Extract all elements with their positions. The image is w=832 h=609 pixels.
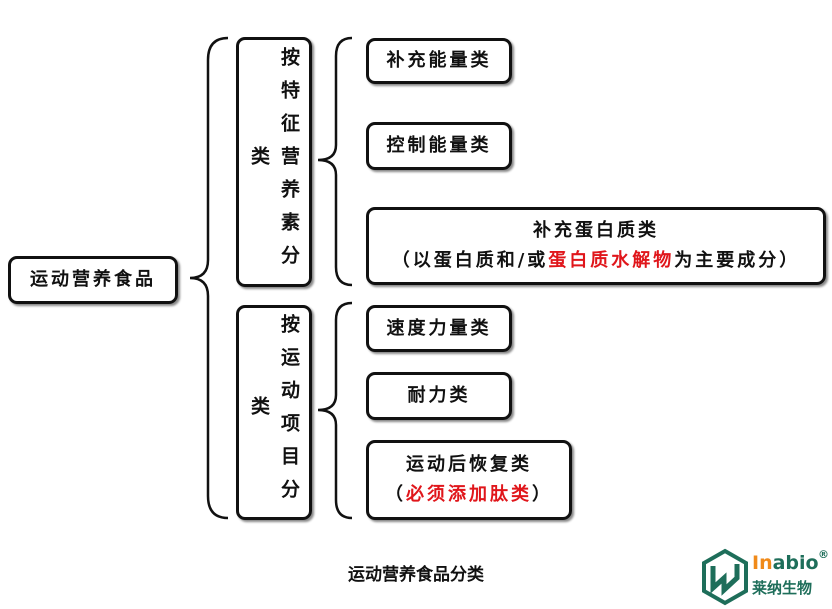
- category-note: （以蛋白质和/或蛋白质水解物为主要成分）: [392, 246, 801, 276]
- group2-box: 按运动项目分类: [236, 305, 312, 520]
- category-label: 速度力量类: [386, 317, 492, 339]
- root-label: 运动营养食品: [30, 269, 156, 290]
- group1-label: 按特征营养素分类: [248, 46, 300, 278]
- category-label: 控制能量类: [386, 135, 492, 156]
- category-box: 补充蛋白质类 （以蛋白质和/或蛋白质水解物为主要成分）: [366, 207, 826, 285]
- root-box: 运动营养食品: [8, 256, 178, 304]
- category-box: 控制能量类: [366, 122, 512, 170]
- group1-box: 按特征营养素分类: [236, 37, 312, 287]
- hexagon-logo-icon: [702, 548, 748, 606]
- category-box: 速度力量类: [366, 305, 512, 352]
- category-box: 运动后恢复类 （必须添加肽类）: [366, 440, 572, 520]
- note-highlight: 蛋白质水解物: [548, 250, 675, 271]
- note-prefix: （以蛋白质和/或: [391, 250, 549, 271]
- category-note: （必须添加肽类）: [385, 480, 553, 510]
- category-box: 补充能量类: [366, 38, 512, 84]
- category-label: 补充蛋白质类: [533, 220, 659, 241]
- root-bracket: [189, 36, 229, 520]
- category-label: 补充能量类: [386, 50, 492, 71]
- group2-bracket: [317, 301, 353, 520]
- category-box: 耐力类: [366, 372, 512, 420]
- figure-caption: 运动营养食品分类: [348, 565, 484, 585]
- inabio-logo: Inabio 莱纳生物 ®: [700, 548, 832, 606]
- category-label: 耐力类: [407, 385, 471, 406]
- group2-label: 按运动项目分类: [248, 313, 300, 512]
- note-prefix: （: [385, 484, 406, 505]
- logo-text-en: Inabio: [752, 552, 819, 574]
- group1-bracket: [317, 36, 353, 287]
- note-highlight: 必须添加肽类: [406, 484, 532, 505]
- note-suffix: ）: [532, 484, 553, 505]
- logo-text-cn: 莱纳生物: [752, 579, 813, 597]
- category-label: 运动后恢复类: [406, 454, 532, 475]
- note-suffix: 为主要成分）: [674, 250, 801, 271]
- registered-mark: ®: [818, 548, 829, 561]
